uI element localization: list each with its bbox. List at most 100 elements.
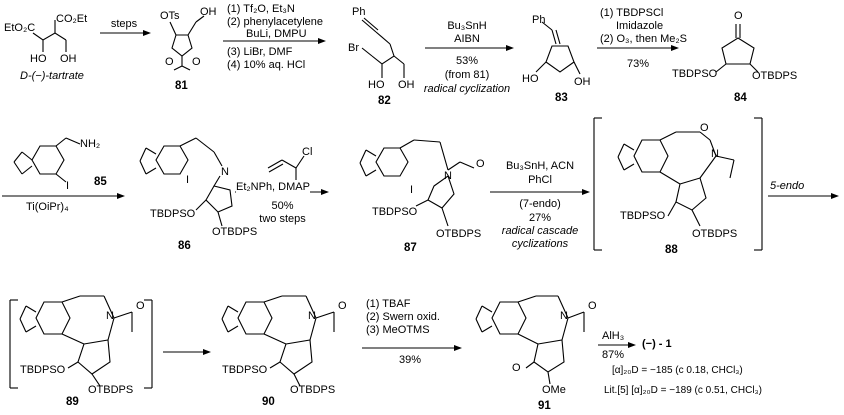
structure-91 bbox=[475, 295, 585, 385]
c83-oh: OH bbox=[574, 76, 591, 88]
reagent-step-3-line-1: Bu₃SnH bbox=[447, 20, 487, 32]
reagent-step-7-line-6: cyclizations bbox=[511, 238, 569, 250]
compound-number-84: 84 bbox=[734, 92, 747, 104]
reagent-step-2-line-1: (1) Tf₂O, Et₃N bbox=[227, 3, 295, 15]
reagent-step-10-yield: 39% bbox=[398, 354, 422, 366]
structure-tartrate bbox=[32, 20, 67, 52]
c88-n: N bbox=[711, 148, 719, 160]
c87-n: N bbox=[444, 170, 452, 182]
c82-oh: OH bbox=[398, 79, 415, 91]
c90-o: O bbox=[338, 300, 347, 312]
reagent-step-6-line-3: two steps bbox=[259, 213, 306, 225]
arrow-step-10 bbox=[362, 345, 462, 351]
compound-number-82: 82 bbox=[378, 95, 391, 107]
compound-number-91: 91 bbox=[538, 400, 551, 412]
c89-n: N bbox=[106, 310, 114, 322]
c82-ph: Ph bbox=[352, 6, 366, 18]
arrow-step-2 bbox=[223, 38, 326, 44]
c84-otbdps: OTBDPS bbox=[752, 70, 798, 82]
compound-number-83: 83 bbox=[555, 92, 568, 104]
reagent-step-2-line-5: (4) 10% aq. HCl bbox=[227, 59, 306, 71]
reagent-step-2-line-4: (3) LiBr, DMF bbox=[227, 46, 293, 58]
reagent-step-4-yield: 73% bbox=[626, 58, 650, 70]
reagent-step-3-line-4: (from 81) bbox=[444, 69, 490, 81]
c84-tbdpso: TBDPSO bbox=[672, 68, 718, 80]
structure-81 bbox=[169, 15, 205, 71]
c90-otbdps: OTBDPS bbox=[290, 384, 336, 396]
acryloyl-cl: Cl bbox=[302, 146, 313, 158]
reagent-step-3-label: radical cyclization bbox=[423, 83, 511, 95]
c91-ome: OMe bbox=[542, 384, 566, 396]
tartrate-ester-left: EtO₂C bbox=[4, 22, 36, 34]
c89-o: O bbox=[136, 300, 145, 312]
reagent-step-7-line-5: radical cascade bbox=[501, 225, 579, 237]
product-rotation: [α]₂₀D = −185 (c 0.18, CHCl₃) bbox=[612, 365, 743, 376]
reagent-step-10-line-3: (3) MeOTMS bbox=[366, 324, 430, 336]
c86-tbdpso: TBDPSO bbox=[150, 208, 196, 220]
structure-89 bbox=[9, 295, 153, 389]
reagent-step-5: Ti(OiPr)₄ bbox=[26, 201, 69, 213]
arrow-step-4 bbox=[597, 45, 679, 51]
compound-number-87: 87 bbox=[404, 242, 417, 254]
c86-n: N bbox=[221, 166, 229, 178]
arrow-step-11 bbox=[598, 342, 636, 348]
c85-nh2: NH₂ bbox=[80, 138, 101, 150]
reagent-step-3-yield: 53% bbox=[455, 55, 479, 67]
structure-82 bbox=[361, 17, 405, 78]
c86-otbdps: OTBDPS bbox=[212, 226, 258, 238]
c81-oh: OH bbox=[200, 6, 217, 18]
structure-86 bbox=[139, 137, 233, 227]
structure-85 bbox=[13, 137, 81, 183]
arrow-step-7 bbox=[490, 189, 590, 195]
c89-tbdpso: TBDPSO bbox=[20, 364, 66, 376]
c88-o: O bbox=[700, 122, 709, 134]
reagent-step-6-line-1: Et₂NPh, DMAP bbox=[236, 181, 310, 194]
reagent-step-3-line-2: AIBN bbox=[454, 33, 480, 45]
product-rotation-literature: Lit.[5] [α]₂₀D = −189 (c 0.51, CHCl₃) bbox=[604, 385, 762, 396]
reagent-step-11-yield: 87% bbox=[602, 349, 625, 361]
reagent-step-7-yield: 27% bbox=[528, 212, 552, 224]
reagent-step-10-line-2: (2) Swern oxid. bbox=[366, 311, 440, 323]
tartrate-ester-right: CO₂Et bbox=[56, 13, 88, 25]
reagent-step-4-line-1: (1) TBDPSCl bbox=[600, 7, 664, 19]
structure-acryloyl-chloride bbox=[267, 155, 305, 180]
compound-number-86: 86 bbox=[178, 240, 191, 252]
structure-84 bbox=[715, 24, 759, 73]
c83-ho: HO bbox=[522, 73, 539, 85]
arrow-step-8 bbox=[768, 193, 839, 199]
reagent-step-7-line-2: PhCl bbox=[528, 174, 552, 186]
tartrate-oh: OH bbox=[60, 53, 77, 65]
c88-otbdps: OTBDPS bbox=[692, 228, 738, 240]
reagent-step-8: 5-endo bbox=[770, 180, 805, 192]
arrow-step-9 bbox=[163, 349, 211, 355]
c81-ots: OTs bbox=[160, 10, 180, 22]
c91-o2: O bbox=[512, 362, 521, 374]
c82-br: Br bbox=[348, 42, 359, 54]
reagent-step-4-line-2: Imidazole bbox=[616, 20, 664, 32]
reagent-step-7-line-3: (7-endo) bbox=[519, 198, 561, 210]
c81-o1: O bbox=[165, 56, 174, 68]
compound-number-81: 81 bbox=[175, 80, 188, 92]
compound-number-85: 85 bbox=[94, 176, 107, 188]
arrow-step-1 bbox=[100, 30, 151, 36]
c84-o: O bbox=[734, 10, 743, 22]
compound-number-90: 90 bbox=[262, 396, 275, 408]
reagent-step-1: steps bbox=[110, 18, 138, 30]
c86-i: I bbox=[186, 174, 190, 186]
c90-n: N bbox=[308, 310, 316, 322]
structure-90 bbox=[221, 295, 335, 387]
structure-88 bbox=[593, 117, 763, 251]
structure-83 bbox=[535, 21, 581, 75]
reagent-step-2-line-2: (2) phenylacetylene bbox=[227, 16, 324, 28]
reagent-step-11: AlH₃ bbox=[602, 330, 625, 342]
reagent-step-6-yield: 50% bbox=[271, 200, 294, 212]
structure-87 bbox=[359, 139, 475, 227]
c91-n: N bbox=[560, 310, 568, 322]
c91-o: O bbox=[588, 300, 597, 312]
c88-tbdpso: TBDPSO bbox=[620, 210, 666, 222]
c90-tbdpso: TBDPSO bbox=[222, 364, 268, 376]
tartrate-name: D-(−)-tartrate bbox=[20, 70, 84, 82]
c89-otbdps: OTBDPS bbox=[88, 384, 134, 396]
c87-o: O bbox=[476, 158, 485, 170]
